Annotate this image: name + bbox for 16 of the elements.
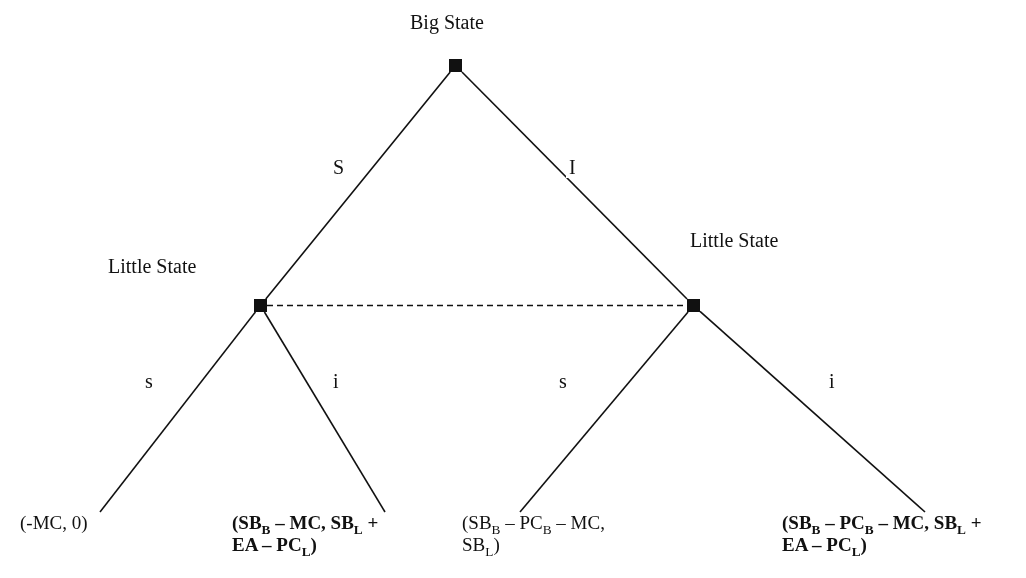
player-label: Little State: [108, 254, 197, 278]
decision-node-square: [449, 59, 462, 72]
branch-line: [461, 71, 688, 300]
branch-line: [699, 310, 926, 513]
decision-node-square: [687, 299, 700, 312]
branch-line: [263, 311, 386, 513]
branch-line: [519, 311, 689, 513]
branch-line: [264, 71, 452, 300]
decision-node-square: [254, 299, 267, 312]
player-label: Little State: [690, 228, 779, 252]
payoff-text: (-MC, 0): [20, 512, 130, 534]
player-label: Big State: [410, 10, 484, 34]
payoff-text: (SB$_{B}$ – PC$_{B}$ – MC, SB$_{L}$): [462, 512, 647, 556]
payoff-text: (SB$_{B}$ – PC$_{B}$ – MC, SB$_{L}$ + EA – PC$_{L}$): [782, 512, 1007, 556]
payoff-text: (SB$_{B}$ – MC, SB$_{L}$ + EA – PC$_{L}$): [232, 512, 407, 556]
branch-line: [99, 311, 257, 513]
